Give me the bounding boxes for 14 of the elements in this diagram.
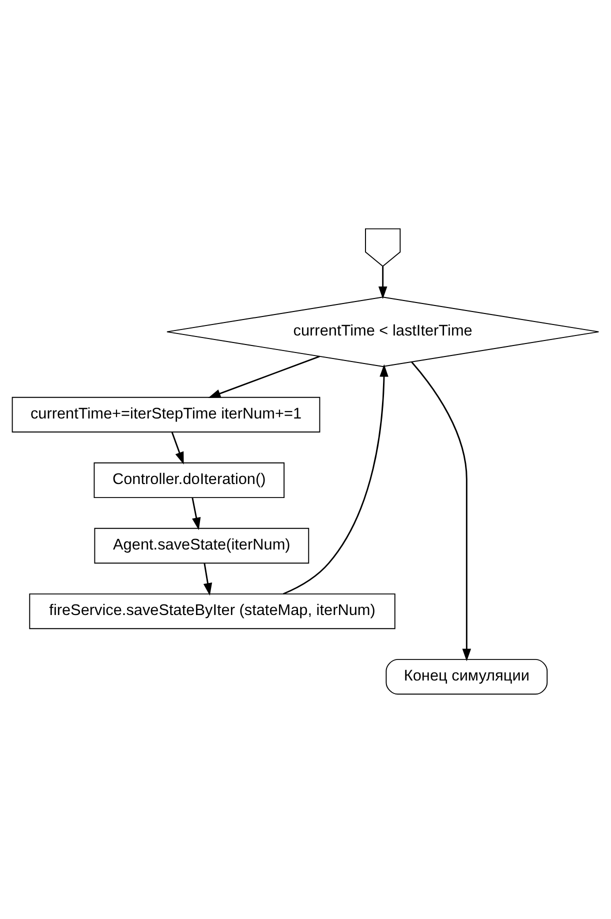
arrow — [171, 432, 184, 464]
arrow — [378, 266, 388, 300]
node-box: fireService.saveStateByIter (stateMap, iterNum) — [29, 593, 396, 630]
arrow — [283, 364, 388, 595]
node-box: currentTime+=iterStepTime iterNum+=1 — [12, 396, 320, 433]
node-box: Controller.doIteration() — [94, 462, 285, 498]
arrow — [208, 356, 320, 398]
arrow — [411, 362, 472, 662]
arrow — [192, 498, 201, 530]
node-diamond: currentTime < lastIterTime — [166, 296, 600, 367]
node-box: Конец симуляции — [386, 658, 548, 695]
node-box: Agent.saveState(iterNum) — [94, 528, 310, 564]
arrow — [203, 563, 212, 596]
node-pentagon — [365, 228, 401, 267]
